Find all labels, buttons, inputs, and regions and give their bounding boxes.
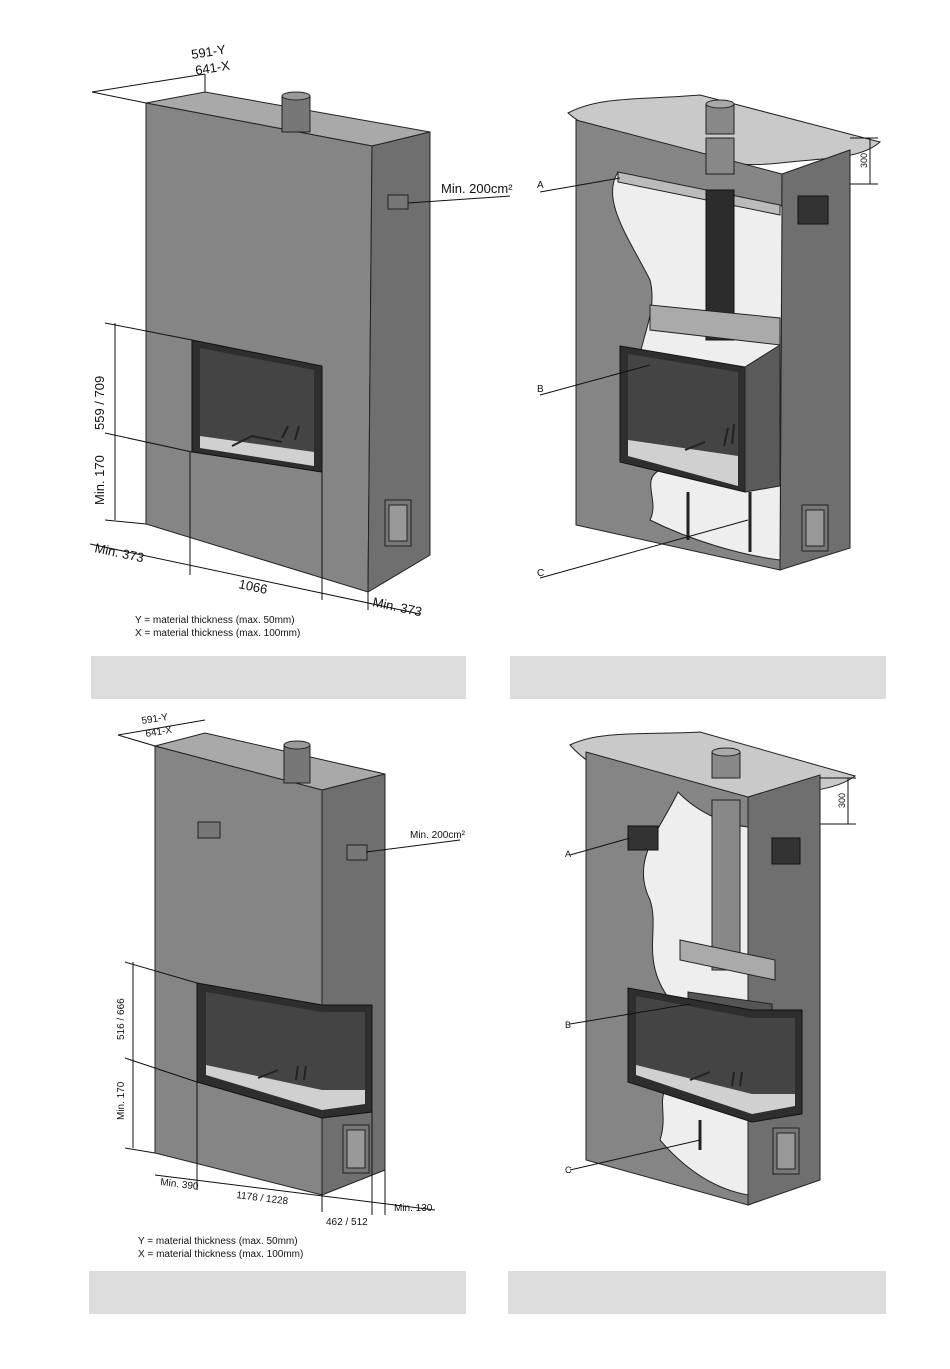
vent-grille [771, 837, 801, 865]
vent-grille [387, 194, 409, 210]
vent-grille [197, 821, 221, 839]
flue-pipe [281, 91, 311, 133]
depth-x-label: 641-X [145, 725, 173, 740]
note-x: X = material thickness (max. 100mm) [138, 1249, 304, 1260]
bottom-height-label: Min. 170 [92, 455, 107, 505]
access-hatch [772, 1127, 800, 1175]
note-y: Y = material thickness (max. 50mm) [135, 615, 295, 626]
ceiling-gap-label: 300 [859, 153, 869, 168]
opening-height-label: 516 / 666 [116, 998, 127, 1040]
depth-y-label: 591-Y [190, 42, 227, 62]
caption-box-top-right [510, 656, 886, 699]
access-hatch [384, 499, 412, 547]
flue-pipe [711, 747, 741, 971]
diagram-corner-cutaway [569, 731, 857, 1206]
access-hatch [801, 504, 829, 552]
opening-height-label: 559 / 709 [92, 376, 107, 430]
firebox-unit [627, 939, 803, 1150]
label-a: A [565, 849, 571, 859]
firebox-opening [196, 982, 373, 1119]
left-gap-label: Min. 390 [160, 1177, 200, 1193]
label-c: C [565, 1165, 572, 1175]
vent-min-label: Min. 200cm² [410, 830, 466, 841]
bottom-height-label: Min. 170 [116, 1081, 127, 1120]
flue-pipe [283, 740, 311, 784]
right-gap-label: Min. 373 [371, 594, 423, 619]
depth-y-label: 591-Y [141, 712, 169, 727]
label-a: A [537, 180, 544, 191]
depth-x-label: 641-X [194, 58, 231, 78]
label-b: B [537, 384, 544, 395]
vent-grille [797, 195, 829, 225]
label-c: C [537, 568, 544, 579]
right-gap-label: Min. 130 [394, 1203, 433, 1214]
left-gap-label: Min. 373 [93, 540, 145, 565]
note-x: X = material thickness (max. 100mm) [135, 628, 301, 639]
diagram-corner-installation [117, 719, 461, 1215]
vent-grille [627, 825, 659, 851]
access-hatch [342, 1124, 370, 1174]
note-y: Y = material thickness (max. 50mm) [138, 1236, 298, 1247]
diagram-front-installation [89, 73, 511, 615]
caption-box-top-left [91, 656, 466, 699]
ceiling-gap-label: 300 [837, 793, 847, 808]
side-width-label: 462 / 512 [326, 1217, 368, 1228]
width-label: 1178 / 1228 [236, 1190, 289, 1207]
firebox-unit [619, 304, 781, 552]
firebox-opening [191, 339, 323, 473]
material-note-top: Y = material thickness (max. 50mm) X = m… [135, 614, 300, 640]
caption-box-bottom-right [508, 1271, 886, 1314]
vent-min-label: Min. 200cm² [441, 181, 513, 196]
diagram-front-cutaway [539, 94, 882, 579]
vent-grille [346, 844, 368, 861]
width-label: 1066 [237, 576, 268, 597]
material-note-bottom: Y = material thickness (max. 50mm) X = m… [138, 1235, 303, 1261]
caption-box-bottom-left [89, 1271, 466, 1314]
label-b: B [565, 1020, 571, 1030]
